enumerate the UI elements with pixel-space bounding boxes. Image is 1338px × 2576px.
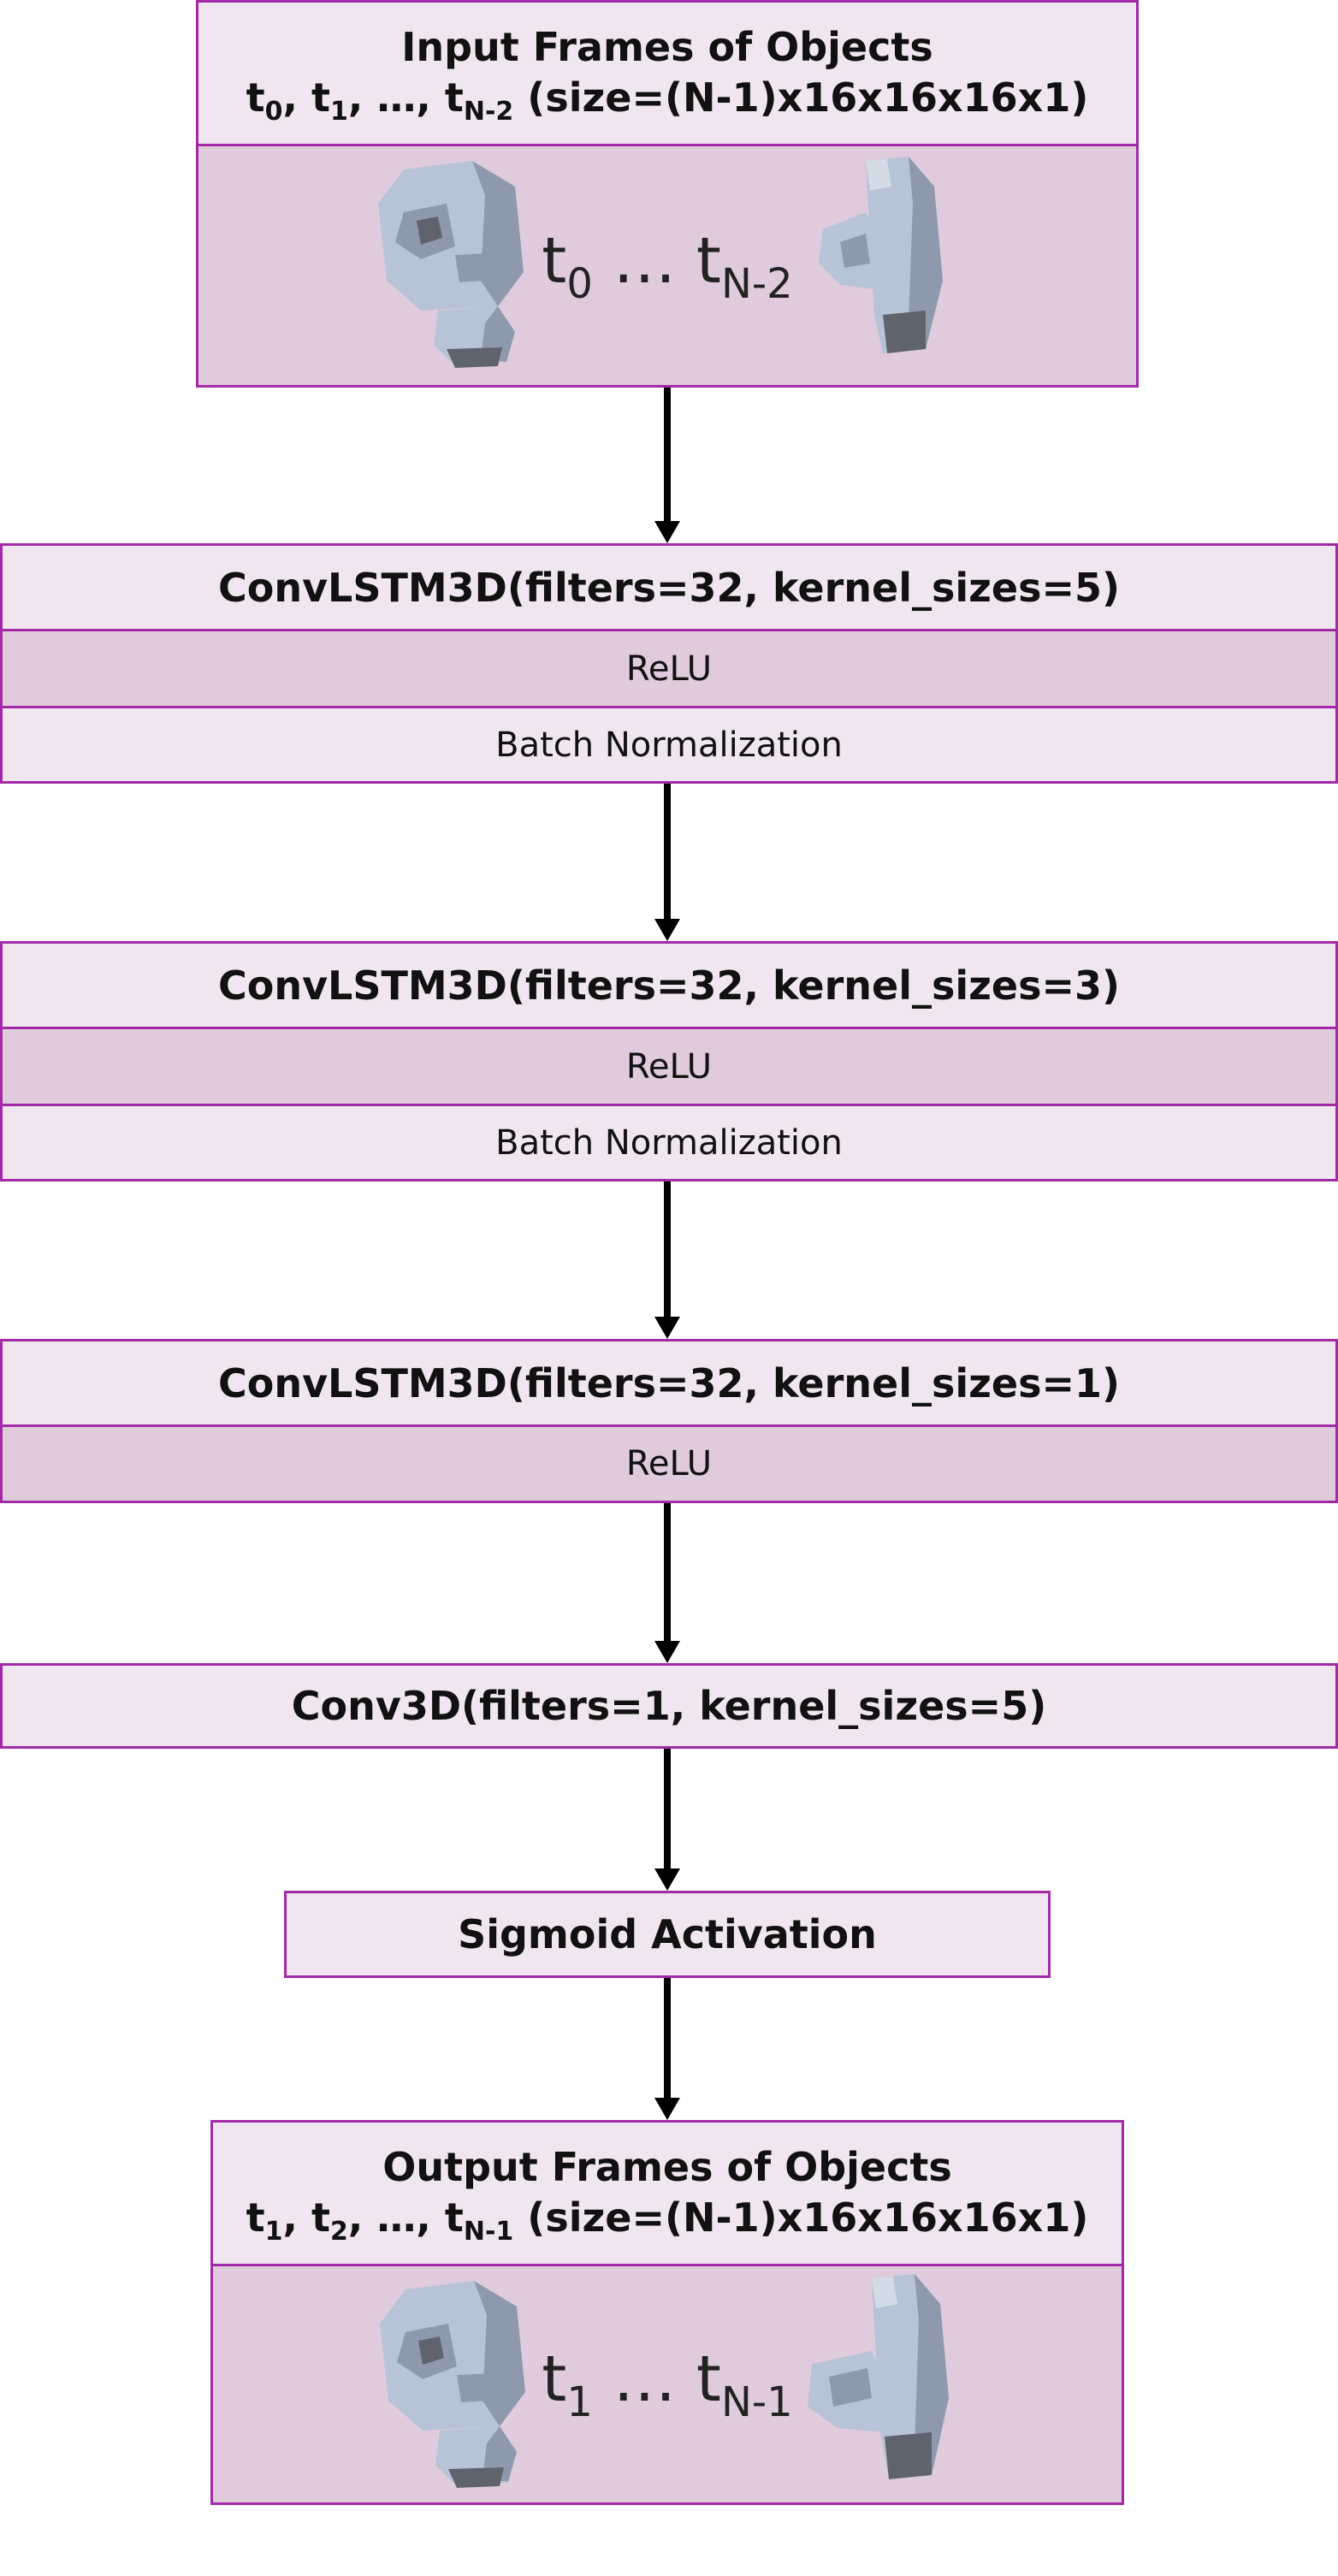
convlstm3d-title-2: ConvLSTM3D(filters=32, kernel_sizes=3): [3, 944, 1335, 1027]
voxel-hand-icon: [819, 157, 943, 353]
output-frames-header: Output Frames of Objects t1, t2, …, tN-1…: [213, 2123, 1122, 2264]
convlstm3d-block-2: ConvLSTM3D(filters=32, kernel_sizes=3) R…: [0, 941, 1338, 1181]
input-frames-header: Input Frames of Objects t0, t1, …, tN-2 …: [198, 3, 1136, 144]
input-frames-block: Input Frames of Objects t0, t1, …, tN-2 …: [196, 0, 1139, 388]
sigmoid-block: Sigmoid Activation: [284, 1891, 1051, 1978]
convlstm3d-block-3: ConvLSTM3D(filters=32, kernel_sizes=1) R…: [0, 1339, 1338, 1503]
convlstm3d-title-3: ConvLSTM3D(filters=32, kernel_sizes=1): [3, 1341, 1335, 1424]
conv3d-block: Conv3D(filters=1, kernel_sizes=5): [0, 1663, 1338, 1749]
sigmoid-title: Sigmoid Activation: [287, 1893, 1048, 1975]
convlstm3d-block-1: ConvLSTM3D(filters=32, kernel_sizes=5) R…: [0, 543, 1338, 784]
voxel-hand-icon: [808, 2274, 949, 2479]
output-time-range: t1 … tN-1: [542, 2342, 793, 2426]
flow-arrow: [654, 1503, 680, 1663]
relu-row-3: ReLU: [3, 1424, 1335, 1501]
output-frames-visual: t1 … tN-1: [213, 2264, 1122, 2502]
flow-arrow: [654, 1181, 680, 1339]
convlstm3d-title-1: ConvLSTM3D(filters=32, kernel_sizes=5): [3, 546, 1335, 629]
input-time-range: t0 … tN-2: [542, 223, 793, 308]
output-frames-title: Output Frames of Objects: [382, 2144, 952, 2190]
input-frames-subtitle: t0, t1, …, tN-2 (size=(N-1)x16x16x16x1): [246, 74, 1089, 127]
relu-row-2: ReLU: [3, 1027, 1335, 1104]
input-frames-visual: t0 … tN-2: [198, 144, 1136, 385]
output-frames-subtitle: t1, t2, …, tN-1 (size=(N-1)x16x16x16x1): [246, 2194, 1089, 2247]
input-frames-title: Input Frames of Objects: [401, 24, 933, 70]
conv3d-title: Conv3D(filters=1, kernel_sizes=5): [3, 1666, 1335, 1746]
flow-arrow: [654, 1749, 680, 1891]
flow-arrow: [654, 784, 680, 941]
batchnorm-row-1: Batch Normalization: [3, 706, 1335, 781]
batchnorm-row-2: Batch Normalization: [3, 1104, 1335, 1179]
flow-arrow: [654, 1978, 680, 2120]
flow-arrow: [654, 388, 680, 543]
output-frames-block: Output Frames of Objects t1, t2, …, tN-1…: [210, 2120, 1124, 2505]
voxel-head-icon: [380, 2281, 525, 2488]
relu-row-1: ReLU: [3, 629, 1335, 706]
voxel-head-icon: [378, 161, 524, 368]
